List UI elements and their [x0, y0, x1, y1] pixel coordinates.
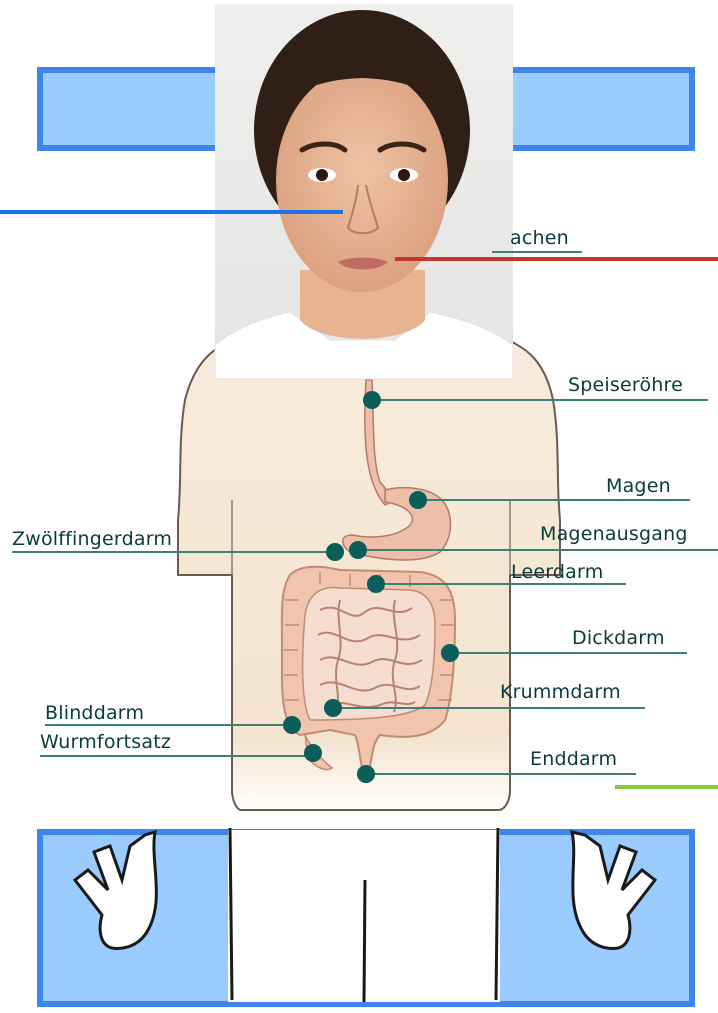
dot-magenausgang — [349, 541, 367, 559]
label-krummdarm: Krummdarm — [500, 681, 621, 703]
label-blinddarm: Blinddarm — [45, 702, 144, 724]
dot-leerdarm — [367, 575, 385, 593]
dot-krummdarm — [324, 699, 342, 717]
face-photo — [215, 4, 513, 379]
label-leerdarm: Leerdarm — [511, 561, 603, 583]
dot-blinddarm — [283, 716, 301, 734]
label-dickdarm: Dickdarm — [572, 627, 665, 649]
dot-enddarm — [357, 765, 375, 783]
dot-zwoelffingerdarm — [326, 543, 344, 561]
label-zwoelffingerdarm: Zwölffingerdarm — [12, 528, 172, 550]
label-rachen: achen — [510, 227, 569, 249]
label-magen: Magen — [606, 475, 671, 497]
label-enddarm: Enddarm — [530, 748, 617, 770]
small-intestine — [303, 587, 435, 720]
label-speiseroehre: Speiseröhre — [568, 374, 683, 396]
label-magenausgang: Magenausgang — [540, 523, 688, 545]
dot-wurmfortsatz — [304, 744, 322, 762]
dot-speiseroehre — [363, 391, 381, 409]
dot-magen — [409, 491, 427, 509]
label-wurmfortsatz: Wurmfortsatz — [40, 731, 171, 753]
dot-dickdarm — [441, 644, 459, 662]
